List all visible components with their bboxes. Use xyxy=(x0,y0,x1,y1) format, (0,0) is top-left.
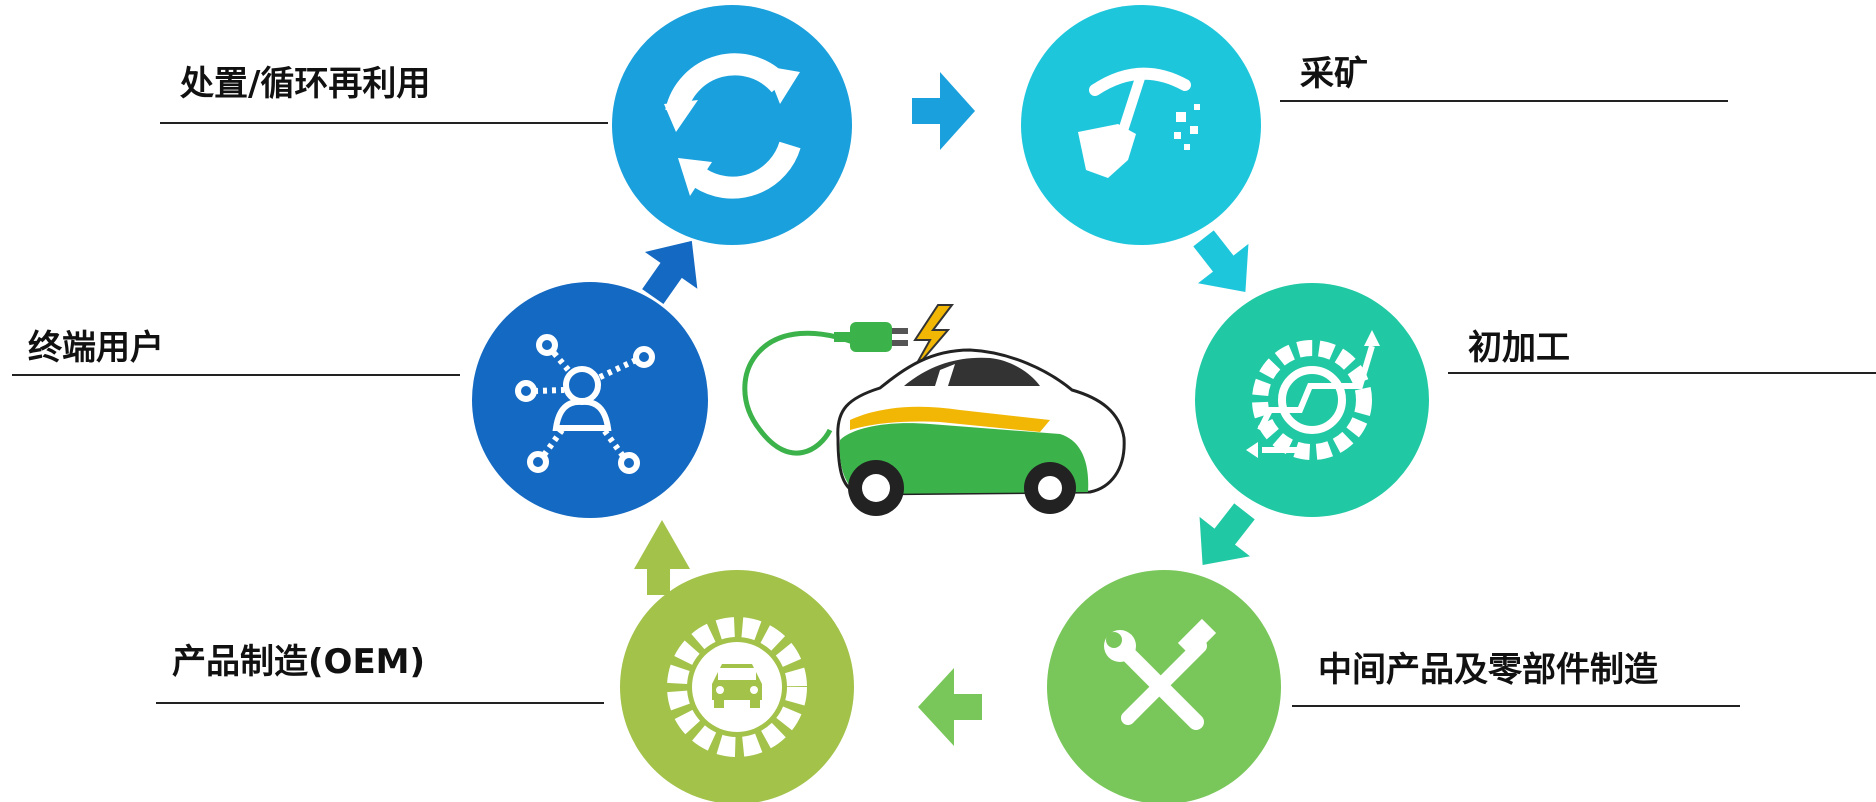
label-oem: 产品制造(OEM) xyxy=(172,642,426,682)
label-mining: 采矿 xyxy=(1300,54,1368,94)
label-processing: 初加工 xyxy=(1468,328,1570,368)
arrow-parts-to-oem xyxy=(918,668,982,746)
label-recycle: 处置/循环再利用 xyxy=(180,64,431,104)
arrow-mining-to-processing xyxy=(1193,230,1249,292)
label-parts: 中间产品及零部件制造 xyxy=(1318,650,1658,690)
electric-car-icon xyxy=(742,304,1126,516)
arrow-oem-to-enduser xyxy=(634,520,690,595)
label-enduser: 终端用户 xyxy=(28,328,164,368)
arrow-recycle-to-mining xyxy=(912,72,975,150)
pickaxe-icon xyxy=(1078,67,1200,178)
stage-circle-mining xyxy=(1021,5,1261,245)
rule-oem xyxy=(156,702,604,704)
arrow-processing-to-parts xyxy=(1199,503,1255,565)
gear-arrows-icon xyxy=(1246,330,1380,460)
tools-icon xyxy=(1104,618,1217,730)
plug-icon xyxy=(834,322,908,352)
recycle-icon xyxy=(664,53,801,199)
user-network-icon xyxy=(515,334,655,474)
rule-parts xyxy=(1292,705,1740,707)
rule-processing xyxy=(1448,372,1876,374)
arrow-enduser-to-recycle xyxy=(642,240,698,305)
rule-enduser xyxy=(12,374,460,376)
lightning-bolt-icon xyxy=(911,304,955,373)
car-gear-icon xyxy=(667,617,807,757)
stage-circle-processing xyxy=(1195,283,1429,517)
stage-circle-recycle xyxy=(612,5,852,245)
rule-recycle xyxy=(160,122,608,124)
rule-mining xyxy=(1280,100,1728,102)
